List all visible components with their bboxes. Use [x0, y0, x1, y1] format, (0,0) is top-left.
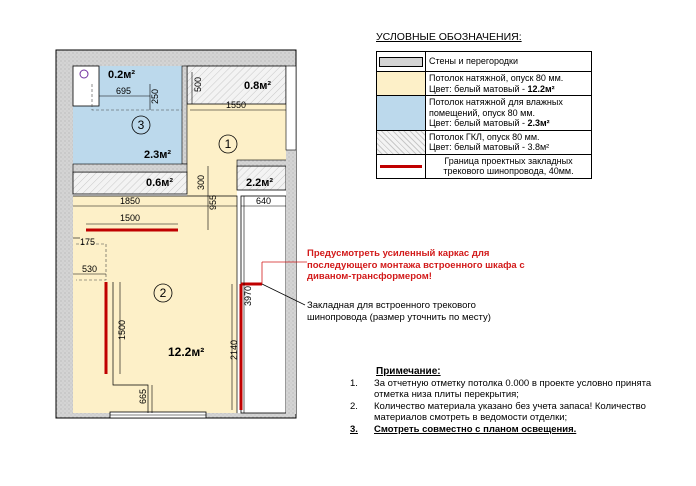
dimension-labels: 695 250 500 1550 300 955 1850 1500 640 1… — [80, 77, 271, 404]
dim-665: 665 — [138, 389, 148, 404]
legend-text-walls: Стены и перегородки — [429, 56, 519, 66]
dim-300: 300 — [196, 175, 206, 190]
note-item-1: 1. За отчетную отметку потолка 0.000 в п… — [350, 378, 652, 400]
room-3-marker — [131, 115, 151, 135]
dim-175: 175 — [80, 237, 95, 247]
area-label-0-2: 0.2м² — [108, 69, 135, 81]
note-item-3: 3. Смотреть совместно с планом освещения… — [350, 424, 577, 435]
legend-row-gkl: Потолок ГКЛ, опуск 80 мм. Цвет: белый ма… — [377, 130, 591, 155]
door-top-right — [285, 65, 297, 151]
track-embed-note: Закладная для встроенного трекового шино… — [307, 300, 491, 323]
area-label-0-8: 0.8м² — [244, 80, 271, 92]
reinforcement-note: Предусмотреть усиленный каркас для после… — [307, 248, 525, 282]
notes-title: Примечание: — [376, 366, 441, 377]
notes-list: 1. За отчетную отметку потолка 0.000 в п… — [350, 378, 685, 436]
legend-swatch-gkl — [377, 130, 426, 154]
area-label-0-6: 0.6м² — [146, 177, 173, 189]
area-label-2-2: 2.2м² — [246, 177, 273, 189]
room-3-area: 2.3м² — [144, 149, 171, 161]
legend-swatch-walls — [377, 52, 426, 71]
legend-title: УСЛОВНЫЕ ОБОЗНАЧЕНИЯ: — [376, 31, 522, 43]
legend-text-gkl: Потолок ГКЛ, опуск 80 мм. Цвет: белый ма… — [429, 131, 550, 153]
dim-3970: 3970 — [243, 286, 253, 306]
room-1-fill — [187, 104, 286, 196]
room-1-marker — [218, 134, 238, 154]
legend-table: Стены и перегородки Потолок натяжной, оп… — [376, 51, 592, 179]
dim-955: 955 — [208, 195, 218, 210]
dim-250: 250 — [150, 89, 160, 104]
dim-1500v: 1500 — [117, 320, 127, 340]
room-2-marker — [153, 283, 173, 303]
toilet-icon — [79, 69, 89, 79]
dim-1550: 1550 — [226, 100, 246, 110]
dim-1500h: 1500 — [120, 213, 140, 223]
legend-row-wet: Потолок натяжной для влажных помещений, … — [377, 96, 591, 131]
legend-row-track: Граница проектных закладных трекового ши… — [377, 154, 591, 178]
legend-row-walls: Стены и перегородки — [377, 52, 591, 72]
legend-swatch-stretch — [377, 72, 426, 95]
partition-right-upper — [236, 159, 288, 167]
legend-text-wet: Потолок натяжной для влажных помещений, … — [429, 97, 563, 128]
dim-500: 500 — [193, 77, 203, 92]
room-2-area: 12.2м² — [168, 345, 204, 359]
room-3-number: 3 — [138, 118, 145, 132]
gkl-area-0-8 — [186, 65, 287, 105]
legend-text-stretch: Потолок натяжной, опуск 80 мм. Цвет: бел… — [429, 73, 564, 94]
dim-695: 695 — [116, 86, 131, 96]
room-2-fill — [73, 196, 237, 413]
room-1-number: 1 — [225, 137, 232, 151]
dim-2140: 2140 — [229, 340, 239, 360]
dim-530: 530 — [82, 264, 97, 274]
legend-swatch-wet — [377, 96, 426, 130]
right-wall-strip — [286, 150, 296, 414]
legend-swatch-track — [377, 154, 426, 178]
living-boundary — [73, 195, 238, 413]
legend-text-track: Граница проектных закладных трекового ши… — [443, 155, 574, 177]
small-cell — [72, 65, 100, 107]
partition-horizontal — [72, 163, 188, 173]
room-2-number: 2 — [160, 286, 167, 300]
note-item-2: 2. Количество материала указано без учет… — [350, 401, 646, 423]
dim-640: 640 — [256, 196, 271, 206]
room-2-dashed-outline — [76, 243, 107, 281]
dim-1850: 1850 — [120, 196, 140, 206]
room-3-dashed-outline — [91, 84, 182, 111]
legend-row-stretch: Потолок натяжной, опуск 80 мм. Цвет: бел… — [377, 72, 591, 96]
dimension-lines — [73, 72, 286, 413]
partition-bath — [181, 65, 188, 165]
leader-black — [261, 283, 306, 306]
stair-wall-line — [112, 282, 149, 413]
